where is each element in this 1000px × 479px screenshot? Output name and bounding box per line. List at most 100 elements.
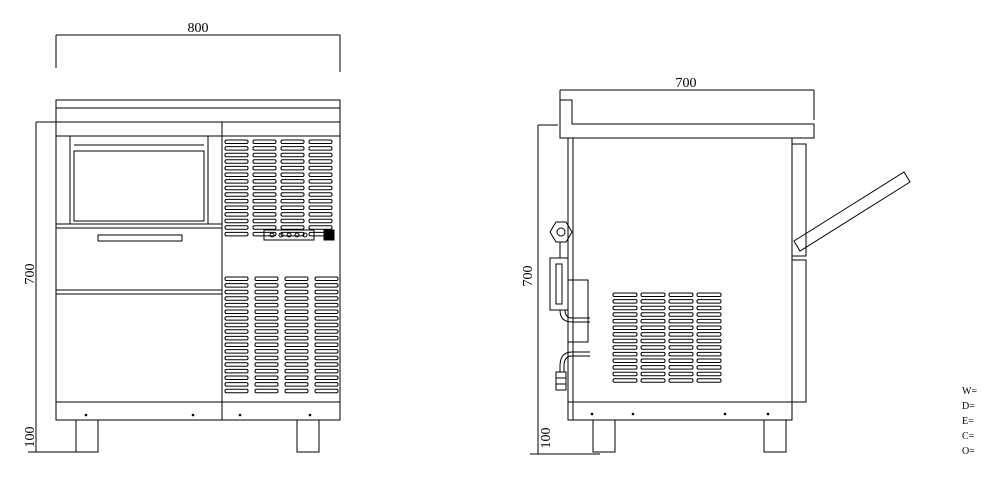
front-countertop <box>55 99 341 123</box>
vent-slot <box>224 342 249 347</box>
vent-slot <box>640 365 666 370</box>
front-leg-right <box>296 419 320 453</box>
vent-slot <box>224 355 249 361</box>
vent-slot <box>308 139 333 144</box>
vent-slot <box>224 231 249 237</box>
side-height-dimension: 700 <box>521 124 558 420</box>
side-depth-label: 700 <box>676 76 697 91</box>
vent-slot <box>254 322 279 328</box>
brand-logo-icon <box>323 229 335 241</box>
side-countertop <box>559 99 815 139</box>
vent-slot <box>280 198 305 204</box>
vent-slot <box>280 146 305 151</box>
legend-item-w: W= <box>962 386 977 397</box>
legend-item-o: O= <box>962 446 975 457</box>
vent-slot <box>612 338 638 344</box>
vent-slot <box>612 332 638 337</box>
vent-slot <box>254 302 279 308</box>
vent-slot <box>308 179 333 184</box>
vent-slot <box>254 316 279 321</box>
legend-item-d: D= <box>962 401 975 412</box>
indicator-light-3 <box>294 232 300 238</box>
vent-slot <box>612 351 638 357</box>
vent-slot <box>254 388 279 394</box>
front-leg-left <box>75 419 99 453</box>
vent-slot <box>612 325 638 330</box>
vent-slot <box>224 322 249 328</box>
vent-slot <box>696 332 722 337</box>
connection-legend: W= D= E= C= O= <box>962 386 977 457</box>
vent-slot <box>224 225 249 230</box>
vent-slot <box>252 185 277 191</box>
vent-slot <box>284 368 309 374</box>
vent-slot <box>612 345 638 350</box>
vent-slot <box>224 289 249 295</box>
vent-slot <box>640 292 666 297</box>
vent-slot <box>308 225 333 230</box>
vent-slot <box>612 292 638 297</box>
vent-slot <box>224 218 249 224</box>
vent-slot <box>224 212 249 217</box>
open-lid <box>793 171 911 252</box>
vent-slot <box>254 335 279 341</box>
vent-slot <box>224 179 249 184</box>
vent-slot <box>224 146 249 151</box>
vent-slot <box>252 231 277 237</box>
vent-slot <box>612 365 638 370</box>
vent-slot <box>314 388 339 394</box>
vent-slot <box>284 276 309 281</box>
vent-slot <box>668 358 694 363</box>
front-leg-dimension: 100 <box>23 420 80 453</box>
side-door-upper <box>791 143 807 257</box>
vent-slot <box>696 305 722 311</box>
vent-slot <box>284 296 309 301</box>
front-height-label: 700 <box>23 264 38 285</box>
vent-slot <box>314 302 339 308</box>
side-leg-label: 100 <box>539 428 554 449</box>
vent-slot <box>314 342 339 347</box>
vent-slot <box>284 342 309 347</box>
vent-slot <box>252 172 277 177</box>
vent-slot <box>696 378 722 383</box>
vent-slot <box>284 309 309 314</box>
side-screws <box>590 412 770 416</box>
vent-slot <box>668 318 694 324</box>
vent-slot <box>254 296 279 301</box>
vent-slot <box>252 192 277 197</box>
vent-slot <box>612 318 638 324</box>
vent-slot <box>308 212 333 217</box>
vent-slot <box>284 355 309 361</box>
vent-slot <box>224 276 249 281</box>
vent-slot <box>314 349 339 354</box>
vent-slot <box>696 345 722 350</box>
vent-slot <box>224 152 249 158</box>
vent-slot <box>224 362 249 367</box>
vent-slot <box>314 296 339 301</box>
vent-slot <box>668 371 694 377</box>
vent-slot <box>308 152 333 158</box>
front-width-label: 800 <box>188 21 209 36</box>
vent-slot <box>612 378 638 383</box>
vent-slot <box>284 388 309 394</box>
vent-slot <box>254 368 279 374</box>
side-body <box>567 137 793 421</box>
vent-slot <box>314 329 339 334</box>
vent-slot <box>668 338 694 344</box>
vent-slot <box>308 198 333 204</box>
vent-slot <box>284 375 309 380</box>
vent-slot <box>224 198 249 204</box>
vent-slot <box>224 283 249 288</box>
vent-slot <box>696 292 722 297</box>
vent-slot <box>224 382 249 387</box>
vent-slot <box>280 192 305 197</box>
vent-slot <box>254 283 279 288</box>
vent-slot <box>224 139 249 144</box>
legend-item-e: E= <box>962 416 974 427</box>
thermometer-icon <box>269 232 275 238</box>
side-vent-grille <box>612 292 722 383</box>
indicator-light-4 <box>302 232 308 238</box>
vent-slot <box>308 205 333 210</box>
front-body <box>55 121 341 421</box>
vent-slot <box>314 316 339 321</box>
